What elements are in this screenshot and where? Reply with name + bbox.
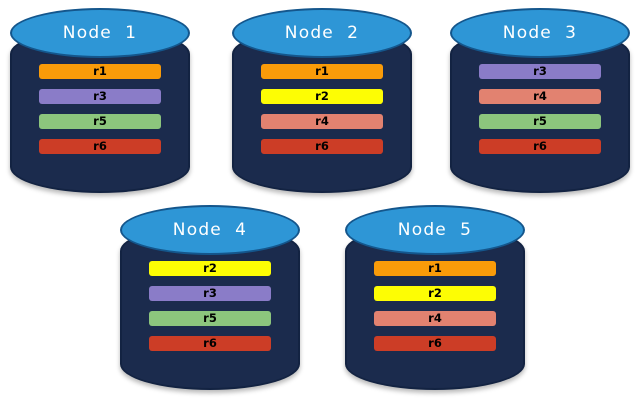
- replica-list: r1 r2 r4 r6: [261, 64, 383, 154]
- replica-bar[interactable]: r1: [261, 64, 383, 79]
- cylinder-top-ellipse: [450, 8, 630, 58]
- node-cylinder-3[interactable]: Node 3 r3 r4 r5 r6: [450, 8, 630, 193]
- replica-list: r1 r3 r5 r6: [39, 64, 161, 154]
- cylinder-top-ellipse: [232, 8, 412, 58]
- replica-bar[interactable]: r4: [479, 89, 601, 104]
- node-label: Node 5: [397, 220, 473, 240]
- replica-bar[interactable]: r2: [149, 261, 271, 276]
- replica-bar[interactable]: r6: [261, 139, 383, 154]
- replica-bar[interactable]: r5: [39, 114, 161, 129]
- replica-bar[interactable]: r1: [39, 64, 161, 79]
- replica-bar[interactable]: r5: [479, 114, 601, 129]
- replica-bar[interactable]: r4: [374, 311, 496, 326]
- node-label: Node 1: [62, 23, 138, 43]
- replica-bar[interactable]: r3: [479, 64, 601, 79]
- node-cylinder-5[interactable]: Node 5 r1 r2 r4 r6: [345, 205, 525, 390]
- replica-bar[interactable]: r3: [149, 286, 271, 301]
- node-cylinder-1[interactable]: Node 1 r1 r3 r5 r6: [10, 8, 190, 193]
- replica-bar[interactable]: r1: [374, 261, 496, 276]
- replica-bar[interactable]: r4: [261, 114, 383, 129]
- cylinder-top-ellipse: [10, 8, 190, 58]
- cylinder-top-ellipse: [345, 205, 525, 255]
- replica-bar[interactable]: r5: [149, 311, 271, 326]
- replica-bar[interactable]: r6: [149, 336, 271, 351]
- node-label: Node 3: [502, 23, 578, 43]
- node-cylinder-2[interactable]: Node 2 r1 r2 r4 r6: [232, 8, 412, 193]
- replica-bar[interactable]: r2: [261, 89, 383, 104]
- replica-bar[interactable]: r6: [39, 139, 161, 154]
- replica-bar[interactable]: r6: [479, 139, 601, 154]
- replica-bar[interactable]: r2: [374, 286, 496, 301]
- replica-list: r2 r3 r5 r6: [149, 261, 271, 351]
- replica-bar[interactable]: r3: [39, 89, 161, 104]
- node-label: Node 2: [284, 23, 360, 43]
- node-cylinder-4[interactable]: Node 4 r2 r3 r5 r6: [120, 205, 300, 390]
- replica-list: r1 r2 r4 r6: [374, 261, 496, 351]
- cylinder-top-ellipse: [120, 205, 300, 255]
- replica-bar[interactable]: r6: [374, 336, 496, 351]
- replica-list: r3 r4 r5 r6: [479, 64, 601, 154]
- node-label: Node 4: [172, 220, 248, 240]
